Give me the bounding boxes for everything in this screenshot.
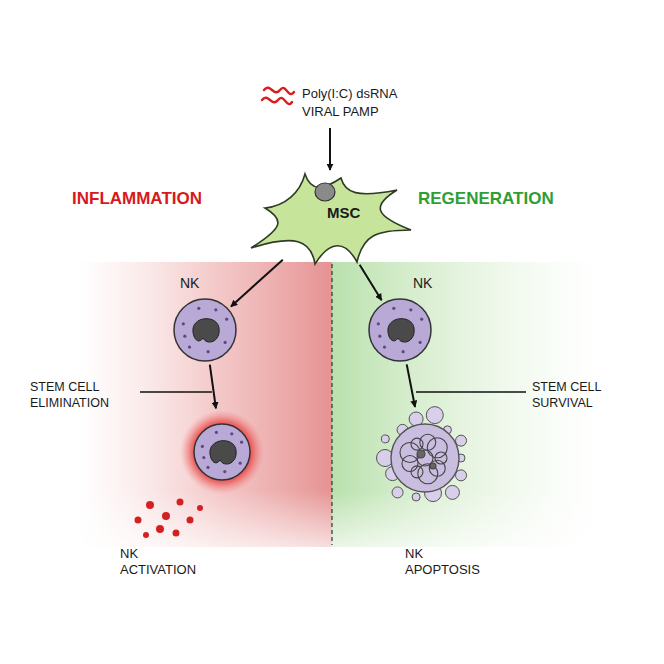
- stimulus-label: VIRAL PAMP: [302, 104, 462, 120]
- cell-label: NK: [413, 275, 432, 293]
- condition-title: REGENERATION: [418, 188, 588, 209]
- cell-body: [369, 299, 431, 361]
- cell-body: [194, 424, 250, 480]
- condition-title: INFLAMMATION: [72, 188, 242, 209]
- nk-cell-shape: [367, 297, 433, 363]
- activated-nk-cell-shape: [180, 410, 264, 494]
- activation-glow: [180, 410, 264, 494]
- activated-nk-cell: NK ACTIVATION: [180, 410, 264, 494]
- msc-nucleus: [315, 183, 335, 201]
- cell-nucleus: [388, 319, 414, 342]
- cell-nucleus: [210, 441, 236, 464]
- apoptotic-nk-cell-shape: [375, 408, 475, 508]
- leader-line: [140, 391, 212, 393]
- arrow-connector: [231, 260, 283, 307]
- stimulus-label: Poly(I:C) dsRNA: [302, 86, 462, 102]
- arrow-connector: [210, 365, 216, 409]
- arrow-connector: [360, 265, 382, 300]
- cell-body: [174, 299, 236, 361]
- cell-granules: [201, 431, 243, 473]
- dsrna-squiggle: [262, 88, 294, 104]
- cell-body: [391, 424, 459, 492]
- cell-label: MSC: [327, 204, 360, 223]
- nk-cell-shape: [172, 297, 238, 363]
- msc-cell: MSC: [245, 168, 415, 266]
- nk-cell: NK: [172, 297, 238, 363]
- nk-cell: NK: [367, 297, 433, 363]
- apoptotic-nk-cell: NK APOPTOSIS: [375, 408, 475, 508]
- arrow-connector: [407, 364, 415, 407]
- cell-label: NK: [180, 275, 199, 293]
- cell-label: NK APOPTOSIS: [405, 546, 480, 579]
- outcome-label: STEM CELL SURVIVAL: [532, 380, 642, 411]
- cell-granules: [377, 307, 424, 354]
- panel-fade: [78, 262, 600, 547]
- msc-body: [251, 174, 411, 264]
- apoptotic-blebs: [377, 407, 467, 502]
- cell-granules: [182, 307, 229, 354]
- cytokine-dots: [135, 499, 204, 539]
- cell-label: NK ACTIVATION: [120, 546, 196, 579]
- leader-line: [416, 391, 526, 393]
- outcome-label: STEM CELL ELIMINATION: [30, 380, 134, 411]
- fragmented-nucleus: [400, 434, 447, 484]
- divider-line: [331, 264, 332, 545]
- cell-nucleus: [193, 319, 219, 342]
- stimulus-arrow: [329, 128, 331, 170]
